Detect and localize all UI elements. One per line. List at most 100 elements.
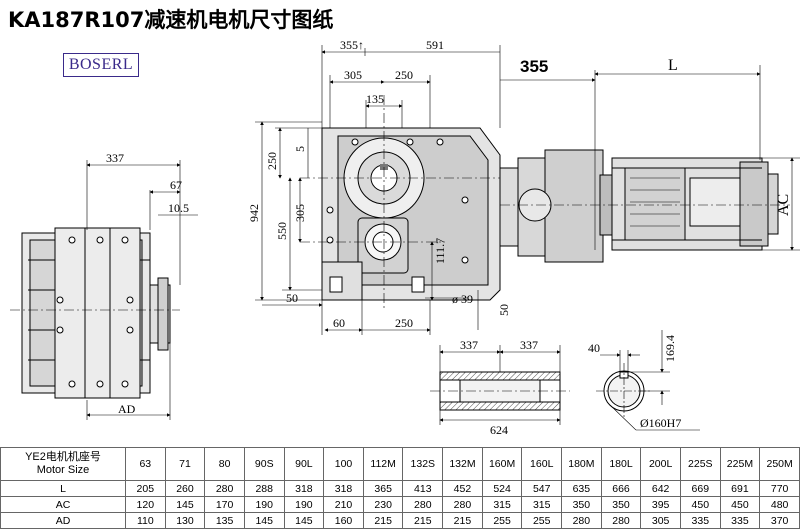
table-cell: 130 bbox=[164, 512, 206, 529]
dim-942: 942 bbox=[247, 204, 261, 222]
motor-size-cell: 132S bbox=[402, 447, 444, 481]
table-cell: 260 bbox=[164, 480, 206, 497]
table-cell: 524 bbox=[481, 480, 523, 497]
table-cell: 170 bbox=[204, 496, 245, 513]
table-cell: 350 bbox=[561, 496, 602, 513]
dim-250-bottom: 250 bbox=[395, 316, 413, 330]
dim-305-top: 305 bbox=[344, 68, 362, 82]
table-cell: 547 bbox=[521, 480, 563, 497]
dim-bore-diameter: Ø160H7 bbox=[640, 416, 681, 430]
dim-550: 550 bbox=[275, 222, 289, 240]
technical-drawing: 337 67 10.5 AD bbox=[10, 38, 800, 437]
table-cell: 135 bbox=[204, 512, 245, 529]
dim-50-horizontal: 50 bbox=[286, 291, 298, 305]
dim-624: 624 bbox=[490, 423, 508, 437]
table-cell: 255 bbox=[481, 512, 523, 529]
table-cell: 145 bbox=[164, 496, 206, 513]
table-cell: 315 bbox=[521, 496, 563, 513]
dim-ad: AD bbox=[118, 402, 136, 416]
dim-l: L bbox=[668, 57, 678, 74]
table-cell: 160 bbox=[323, 512, 364, 529]
table-cell: 215 bbox=[362, 512, 404, 529]
motor-size-cell: 225M bbox=[719, 447, 761, 481]
motor-size-cell: 100 bbox=[323, 447, 364, 481]
dim-337-shaft-b: 337 bbox=[520, 338, 538, 352]
dim-40: 40 bbox=[588, 341, 600, 355]
motor-assembly bbox=[499, 149, 790, 263]
row-label: AC bbox=[0, 496, 126, 513]
motor-size-cell: 80 bbox=[204, 447, 245, 481]
table-cell: 335 bbox=[679, 512, 721, 529]
table-cell: 280 bbox=[402, 496, 444, 513]
motor-size-cell: 200L bbox=[640, 447, 681, 481]
motor-size-cell: 160M bbox=[481, 447, 523, 481]
dim-ac: AC bbox=[775, 194, 792, 216]
table-cell: 288 bbox=[243, 480, 285, 497]
table-cell: 145 bbox=[283, 512, 325, 529]
motor-size-cell: 71 bbox=[164, 447, 206, 481]
dim-337-shaft-a: 337 bbox=[460, 338, 478, 352]
motor-size-cell: 160L bbox=[521, 447, 563, 481]
table-cell: 413 bbox=[402, 480, 444, 497]
table-cell: 280 bbox=[442, 496, 483, 513]
dim-60: 60 bbox=[333, 316, 345, 330]
motor-size-cell: 112M bbox=[362, 447, 404, 481]
table-cell: 480 bbox=[759, 496, 800, 513]
motor-size-cell: 132M bbox=[442, 447, 483, 481]
side-view bbox=[10, 160, 198, 420]
dim-67: 67 bbox=[170, 178, 182, 192]
table-cell: 669 bbox=[679, 480, 721, 497]
dim-591: 591 bbox=[426, 38, 444, 52]
header-label-cn: YE2电机机座号 bbox=[25, 451, 101, 463]
row-label: AD bbox=[0, 512, 126, 529]
bore-section-view bbox=[596, 330, 700, 431]
dim-50-vertical: 50 bbox=[497, 304, 511, 316]
table-cell: 666 bbox=[600, 480, 642, 497]
dim-250-left: 250 bbox=[265, 152, 279, 170]
table-cell: 280 bbox=[600, 512, 642, 529]
table-cell: 370 bbox=[759, 512, 800, 529]
table-cell: 395 bbox=[640, 496, 681, 513]
table-cell: 450 bbox=[719, 496, 761, 513]
dim-5: 5 bbox=[293, 146, 307, 152]
table-cell: 205 bbox=[125, 480, 166, 497]
gearbox-front-view bbox=[300, 95, 505, 310]
table-cell: 452 bbox=[442, 480, 483, 497]
table-cell: 230 bbox=[362, 496, 404, 513]
table-cell: 280 bbox=[561, 512, 602, 529]
table-cell: 770 bbox=[759, 480, 800, 497]
dim-355-top: 355↑ bbox=[340, 38, 364, 52]
header-label-en: Motor Size bbox=[36, 464, 90, 476]
motor-size-cell: 250M bbox=[759, 447, 800, 481]
table-cell: 190 bbox=[243, 496, 285, 513]
motor-size-cell: 63 bbox=[125, 447, 166, 481]
dim-diameter-39: ø 39 bbox=[452, 292, 473, 306]
table-cell: 691 bbox=[719, 480, 761, 497]
table-cell: 318 bbox=[283, 480, 325, 497]
dim-111-7: 111.7 bbox=[433, 238, 447, 264]
dim-250-top: 250 bbox=[395, 68, 413, 82]
table-cell: 305 bbox=[640, 512, 681, 529]
table-cell: 318 bbox=[323, 480, 364, 497]
dim-135: 135 bbox=[366, 92, 384, 106]
table-cell: 120 bbox=[125, 496, 166, 513]
main-dimensions bbox=[255, 45, 800, 335]
dim-355-big: 355 bbox=[520, 57, 548, 76]
dim-305-vertical: 305 bbox=[293, 204, 307, 222]
table-cell: 215 bbox=[442, 512, 483, 529]
dim-10-5: 10.5 bbox=[168, 201, 189, 215]
table-cell: 280 bbox=[204, 480, 245, 497]
motor-size-cell: 90S bbox=[243, 447, 285, 481]
table-cell: 315 bbox=[481, 496, 523, 513]
table-cell: 335 bbox=[719, 512, 761, 529]
hollow-shaft-view bbox=[430, 345, 570, 425]
page-title: KA187R107减速机电机尺寸图纸 bbox=[8, 8, 334, 32]
table-cell: 450 bbox=[679, 496, 721, 513]
table-cell: 642 bbox=[640, 480, 681, 497]
table-cell: 635 bbox=[561, 480, 602, 497]
